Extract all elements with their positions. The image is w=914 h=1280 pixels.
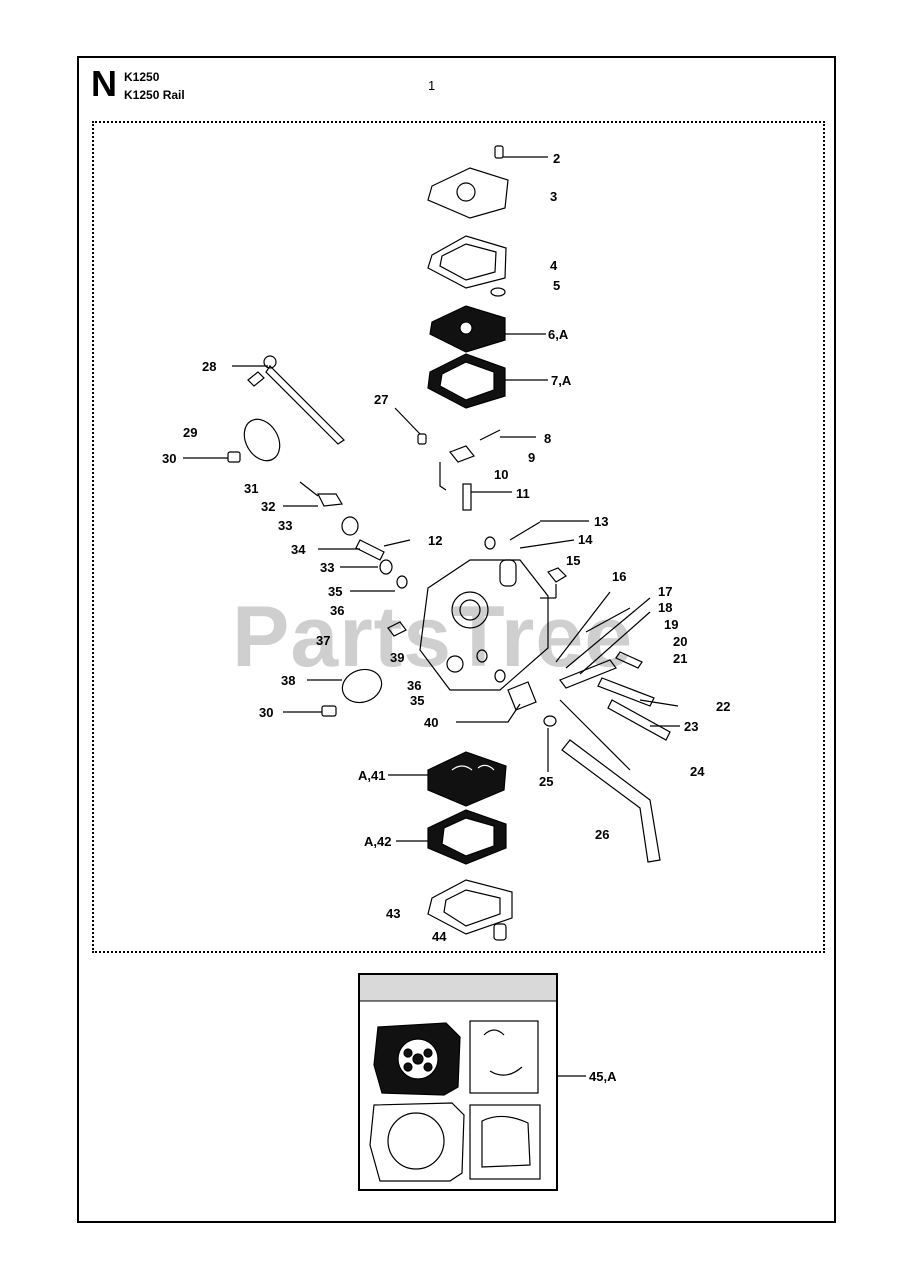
part-screw-30a bbox=[227, 451, 241, 463]
carburetor-assembly-area bbox=[92, 121, 825, 953]
callout-34: 34 bbox=[291, 542, 306, 557]
model-name-1: K1250 bbox=[124, 70, 160, 84]
part-spring-21 bbox=[559, 659, 617, 689]
callout-9: 9 bbox=[528, 450, 536, 465]
callout-31: 31 bbox=[244, 481, 259, 496]
part-spring-11 bbox=[462, 483, 472, 511]
callout-14: 14 bbox=[578, 532, 593, 547]
callout-6: 6,A bbox=[548, 327, 569, 342]
callout-42: A,42 bbox=[364, 834, 392, 849]
callout-37: 37 bbox=[316, 633, 331, 648]
part-screw-44 bbox=[493, 923, 507, 941]
part-ball-14 bbox=[484, 536, 496, 550]
callout-39: 39 bbox=[390, 650, 405, 665]
callout-36-lower: 36 bbox=[407, 678, 422, 693]
callout-3: 3 bbox=[550, 189, 558, 204]
part-bracket-32 bbox=[317, 493, 343, 507]
diagram-frame bbox=[77, 56, 836, 1223]
kit-gasket-1 bbox=[469, 1020, 539, 1094]
callout-13: 13 bbox=[594, 514, 609, 529]
callout-4: 4 bbox=[550, 258, 558, 273]
part-lever-40 bbox=[507, 681, 537, 711]
callout-16: 16 bbox=[612, 569, 627, 584]
callout-41: A,41 bbox=[358, 768, 386, 783]
section-letter: N bbox=[91, 63, 117, 104]
callout-30-lower: 30 bbox=[259, 705, 274, 720]
callout-21: 21 bbox=[673, 651, 688, 666]
part-pump-cover-3 bbox=[427, 167, 509, 219]
callout-45: 45,A bbox=[589, 1069, 617, 1084]
callout-35-lower: 35 bbox=[410, 693, 425, 708]
part-needle-8 bbox=[479, 429, 501, 441]
part-choke-plate-38 bbox=[341, 668, 383, 704]
repair-kit-box bbox=[358, 973, 558, 1191]
part-cap-15 bbox=[547, 567, 567, 583]
part-washer-35a bbox=[396, 575, 408, 589]
callout-28: 28 bbox=[202, 359, 217, 374]
callout-5: 5 bbox=[553, 278, 561, 293]
part-screw-2 bbox=[494, 145, 504, 159]
part-gasket-4 bbox=[427, 235, 507, 289]
callout-33-upper: 33 bbox=[278, 518, 293, 533]
part-cover-43 bbox=[427, 879, 513, 935]
kit-gasket-3 bbox=[469, 1104, 541, 1180]
callout-43: 43 bbox=[386, 906, 401, 921]
callout-38: 38 bbox=[281, 673, 296, 688]
callout-11: 11 bbox=[516, 486, 530, 501]
callout-35-upper: 35 bbox=[328, 584, 343, 599]
callout-25: 25 bbox=[539, 774, 554, 789]
part-bushing-33b bbox=[379, 559, 393, 575]
part-ring-5 bbox=[490, 287, 506, 297]
kit-gasket-2 bbox=[369, 1102, 465, 1182]
callout-8: 8 bbox=[544, 431, 552, 446]
part-carburetor-body bbox=[419, 559, 549, 691]
callout-12: 12 bbox=[428, 533, 443, 548]
part-throttle-lever-26 bbox=[561, 739, 661, 863]
callout-23: 23 bbox=[684, 719, 699, 734]
part-lever-9 bbox=[449, 445, 475, 463]
callout-7: 7,A bbox=[551, 373, 572, 388]
part-washer-25 bbox=[543, 715, 557, 727]
part-spring-34 bbox=[355, 539, 385, 561]
callout-19: 19 bbox=[664, 617, 679, 632]
callout-15: 15 bbox=[566, 553, 581, 568]
callout-20: 20 bbox=[673, 634, 688, 649]
callout-18: 18 bbox=[658, 600, 673, 615]
part-pin-10 bbox=[439, 462, 447, 491]
part-screw-39 bbox=[387, 621, 407, 637]
part-pin-27 bbox=[417, 433, 427, 445]
callout-29: 29 bbox=[183, 425, 198, 440]
callout-40: 40 bbox=[424, 715, 439, 730]
part-needle-23 bbox=[607, 699, 671, 741]
callout-27: 27 bbox=[374, 392, 389, 407]
callout-33-lower: 33 bbox=[320, 560, 335, 575]
callout-36-upper: 36 bbox=[330, 603, 345, 618]
part-pin-20 bbox=[615, 651, 643, 669]
callout-22: 22 bbox=[716, 699, 731, 714]
part-bushing-33a bbox=[341, 516, 359, 536]
callout-32: 32 bbox=[261, 499, 276, 514]
callout-10: 10 bbox=[494, 467, 509, 482]
part-throttle-shaft-28 bbox=[265, 365, 345, 445]
callout-2: 2 bbox=[553, 151, 561, 166]
part-throttle-plate-29 bbox=[243, 418, 281, 462]
callout-30-upper: 30 bbox=[162, 451, 177, 466]
callout-26: 26 bbox=[595, 827, 610, 842]
model-name-2: K1250 Rail bbox=[124, 88, 185, 102]
part-diaphragm-41 bbox=[427, 751, 507, 807]
assembly-number: 1 bbox=[428, 78, 436, 93]
callout-17: 17 bbox=[658, 584, 673, 599]
part-screw-30b bbox=[321, 705, 337, 717]
callout-24: 24 bbox=[690, 764, 705, 779]
repair-kit-drawing bbox=[360, 975, 556, 1182]
callout-44: 44 bbox=[432, 929, 447, 944]
